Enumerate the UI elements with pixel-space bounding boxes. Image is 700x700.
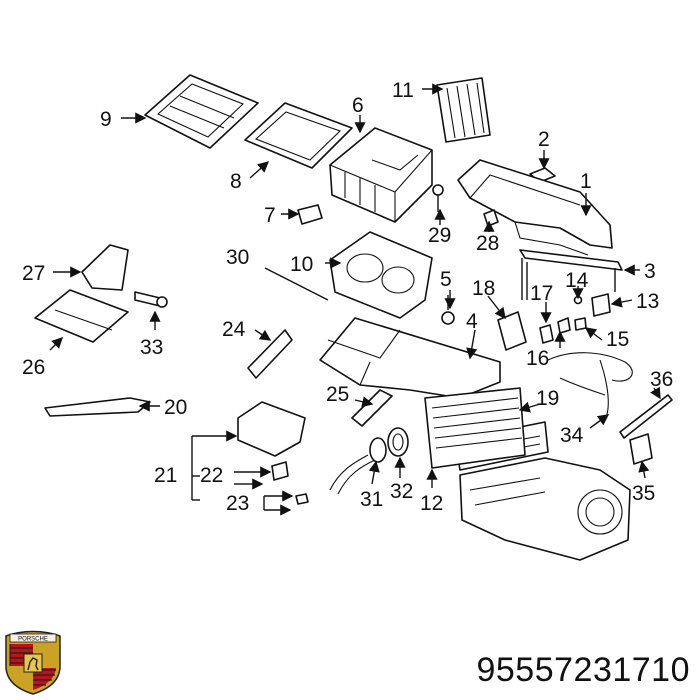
part-18-motor — [497, 311, 527, 351]
callout-33: 33 — [140, 336, 163, 359]
callout-31: 31 — [360, 488, 383, 511]
part-24-trim — [247, 329, 293, 379]
callout-18: 18 — [472, 277, 495, 300]
leader-lines — [49, 83, 661, 516]
callout-34: 34 — [560, 424, 584, 447]
callout-24: 24 — [222, 318, 246, 341]
part-5-screw — [441, 295, 455, 325]
part-13-sensor — [591, 293, 611, 317]
callout-19: 19 — [536, 387, 559, 410]
callout-17: 17 — [530, 282, 553, 305]
part-3-rods — [519, 249, 623, 300]
callout-28: 28 — [476, 232, 499, 255]
callout-4: 4 — [466, 310, 478, 333]
blower-housing — [459, 457, 631, 561]
callout-8: 8 — [230, 170, 242, 193]
callout-35: 35 — [632, 482, 655, 505]
part-22-clip — [271, 461, 289, 481]
callout-21: 21 — [154, 464, 177, 487]
callout-13: 13 — [636, 290, 659, 313]
callout-23: 23 — [226, 492, 249, 515]
callout-26: 26 — [22, 356, 45, 379]
part-30-rod — [264, 267, 329, 301]
callout-15: 15 — [606, 328, 629, 351]
callout-10: 10 — [290, 253, 313, 276]
part-21-cover — [237, 401, 306, 457]
part-26-tray — [34, 289, 129, 343]
callout-6: 6 — [352, 94, 364, 117]
callout-27: 27 — [22, 262, 45, 285]
callout-30: 30 — [226, 246, 249, 269]
part-6-upper-housing — [329, 127, 433, 223]
callout-labels: 9 8 11 6 2 1 7 29 28 30 10 3 5 27 18 17 … — [22, 79, 673, 515]
part-34-wiring-harness — [547, 352, 633, 421]
part-23-clip — [295, 493, 309, 505]
callout-2: 2 — [538, 128, 550, 151]
part-33-bolt — [134, 291, 168, 308]
porsche-crest-logo: PORSCHE — [5, 630, 61, 695]
callout-25: 25 — [326, 383, 349, 406]
part-9-filter-frame — [144, 74, 259, 149]
part-12-evaporator — [424, 387, 526, 469]
callout-14: 14 — [565, 269, 589, 292]
part-16-clip — [557, 317, 571, 334]
part-35-bracket — [629, 433, 653, 465]
part-8-filter — [244, 102, 353, 169]
logo-wordmark: PORSCHE — [18, 637, 48, 643]
callout-3: 3 — [644, 260, 656, 283]
callout-9: 9 — [100, 108, 112, 131]
part-7-bracket — [297, 204, 323, 225]
part-27-bracket — [81, 244, 129, 291]
callout-32: 32 — [390, 480, 413, 503]
callout-11: 11 — [392, 79, 414, 102]
callout-5: 5 — [440, 268, 452, 291]
callout-29: 29 — [428, 224, 451, 247]
callout-22: 22 — [200, 464, 223, 487]
callout-1: 1 — [580, 170, 592, 193]
part-15-clip — [574, 317, 587, 331]
part-11-grille — [436, 77, 491, 143]
part-number: 95557231710 — [476, 651, 690, 689]
callout-12: 12 — [420, 492, 443, 515]
part-25-trim — [351, 389, 393, 427]
callout-20: 20 — [164, 396, 187, 419]
part-4-lower-housing — [319, 317, 501, 399]
part-29-screw — [432, 184, 444, 212]
part-20-strip — [44, 397, 151, 417]
part-32-seal — [369, 427, 409, 463]
callout-36: 36 — [650, 368, 673, 391]
callout-16: 16 — [526, 347, 549, 370]
part-10-core-housing — [329, 231, 433, 319]
callout-7: 7 — [264, 204, 276, 227]
part-36-strip — [619, 394, 673, 439]
part-17-sensor — [539, 324, 554, 344]
